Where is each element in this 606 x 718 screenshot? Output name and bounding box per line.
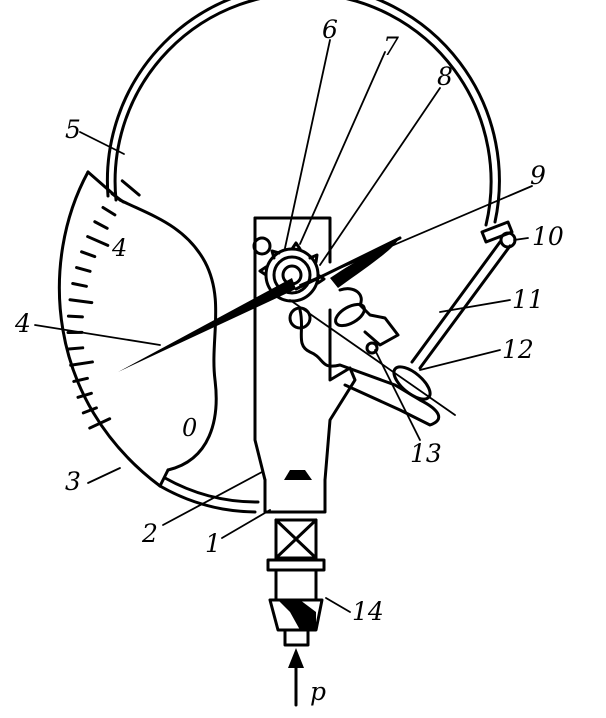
label-8: 8 [437,62,453,91]
pressure-label: p [310,677,326,706]
label-2: 2 [141,519,158,548]
scale-ticks [66,179,141,430]
label-4: 4 [14,309,31,338]
label-11: 11 [512,285,544,314]
label-12: 12 [502,335,534,364]
holder-body [252,216,357,514]
scale-tick [101,205,117,217]
part-labels: 5 6 7 8 9 10 11 12 13 4 3 2 1 14 4 0 p [14,15,564,706]
scale-tick [68,298,94,305]
scale-tick [69,360,94,367]
scale-mark-4: 4 [111,234,127,262]
sector-mechanism [289,287,456,427]
scale-tick [66,314,84,319]
scale-tick [71,281,88,288]
gear-assembly [258,241,326,330]
leader-lines [34,39,533,613]
connecting-link [410,220,517,370]
scale-tick [80,250,97,259]
scale-tick [93,220,109,230]
pointer [118,236,402,372]
scale-tick [67,346,85,351]
scale-tick [110,192,125,204]
scale-tick [76,391,93,399]
scale-tick [75,266,92,273]
pressure-arrow [288,648,304,707]
scale-tick [86,235,110,247]
label-9: 9 [530,161,546,190]
scale-mark-0: 0 [182,414,197,442]
scale-tick [72,376,89,383]
label-6: 6 [322,15,338,44]
label-5: 5 [65,115,81,144]
bourdon-tube [105,0,501,514]
label-14: 14 [352,597,384,626]
fitting [266,518,326,647]
label-7: 7 [383,32,399,61]
label-1: 1 [205,529,221,558]
scale-tick [120,179,141,197]
scale-tick [88,417,112,430]
label-10: 10 [532,222,564,251]
scale-tick [81,406,98,415]
label-3: 3 [65,467,81,496]
label-13: 13 [410,439,442,468]
